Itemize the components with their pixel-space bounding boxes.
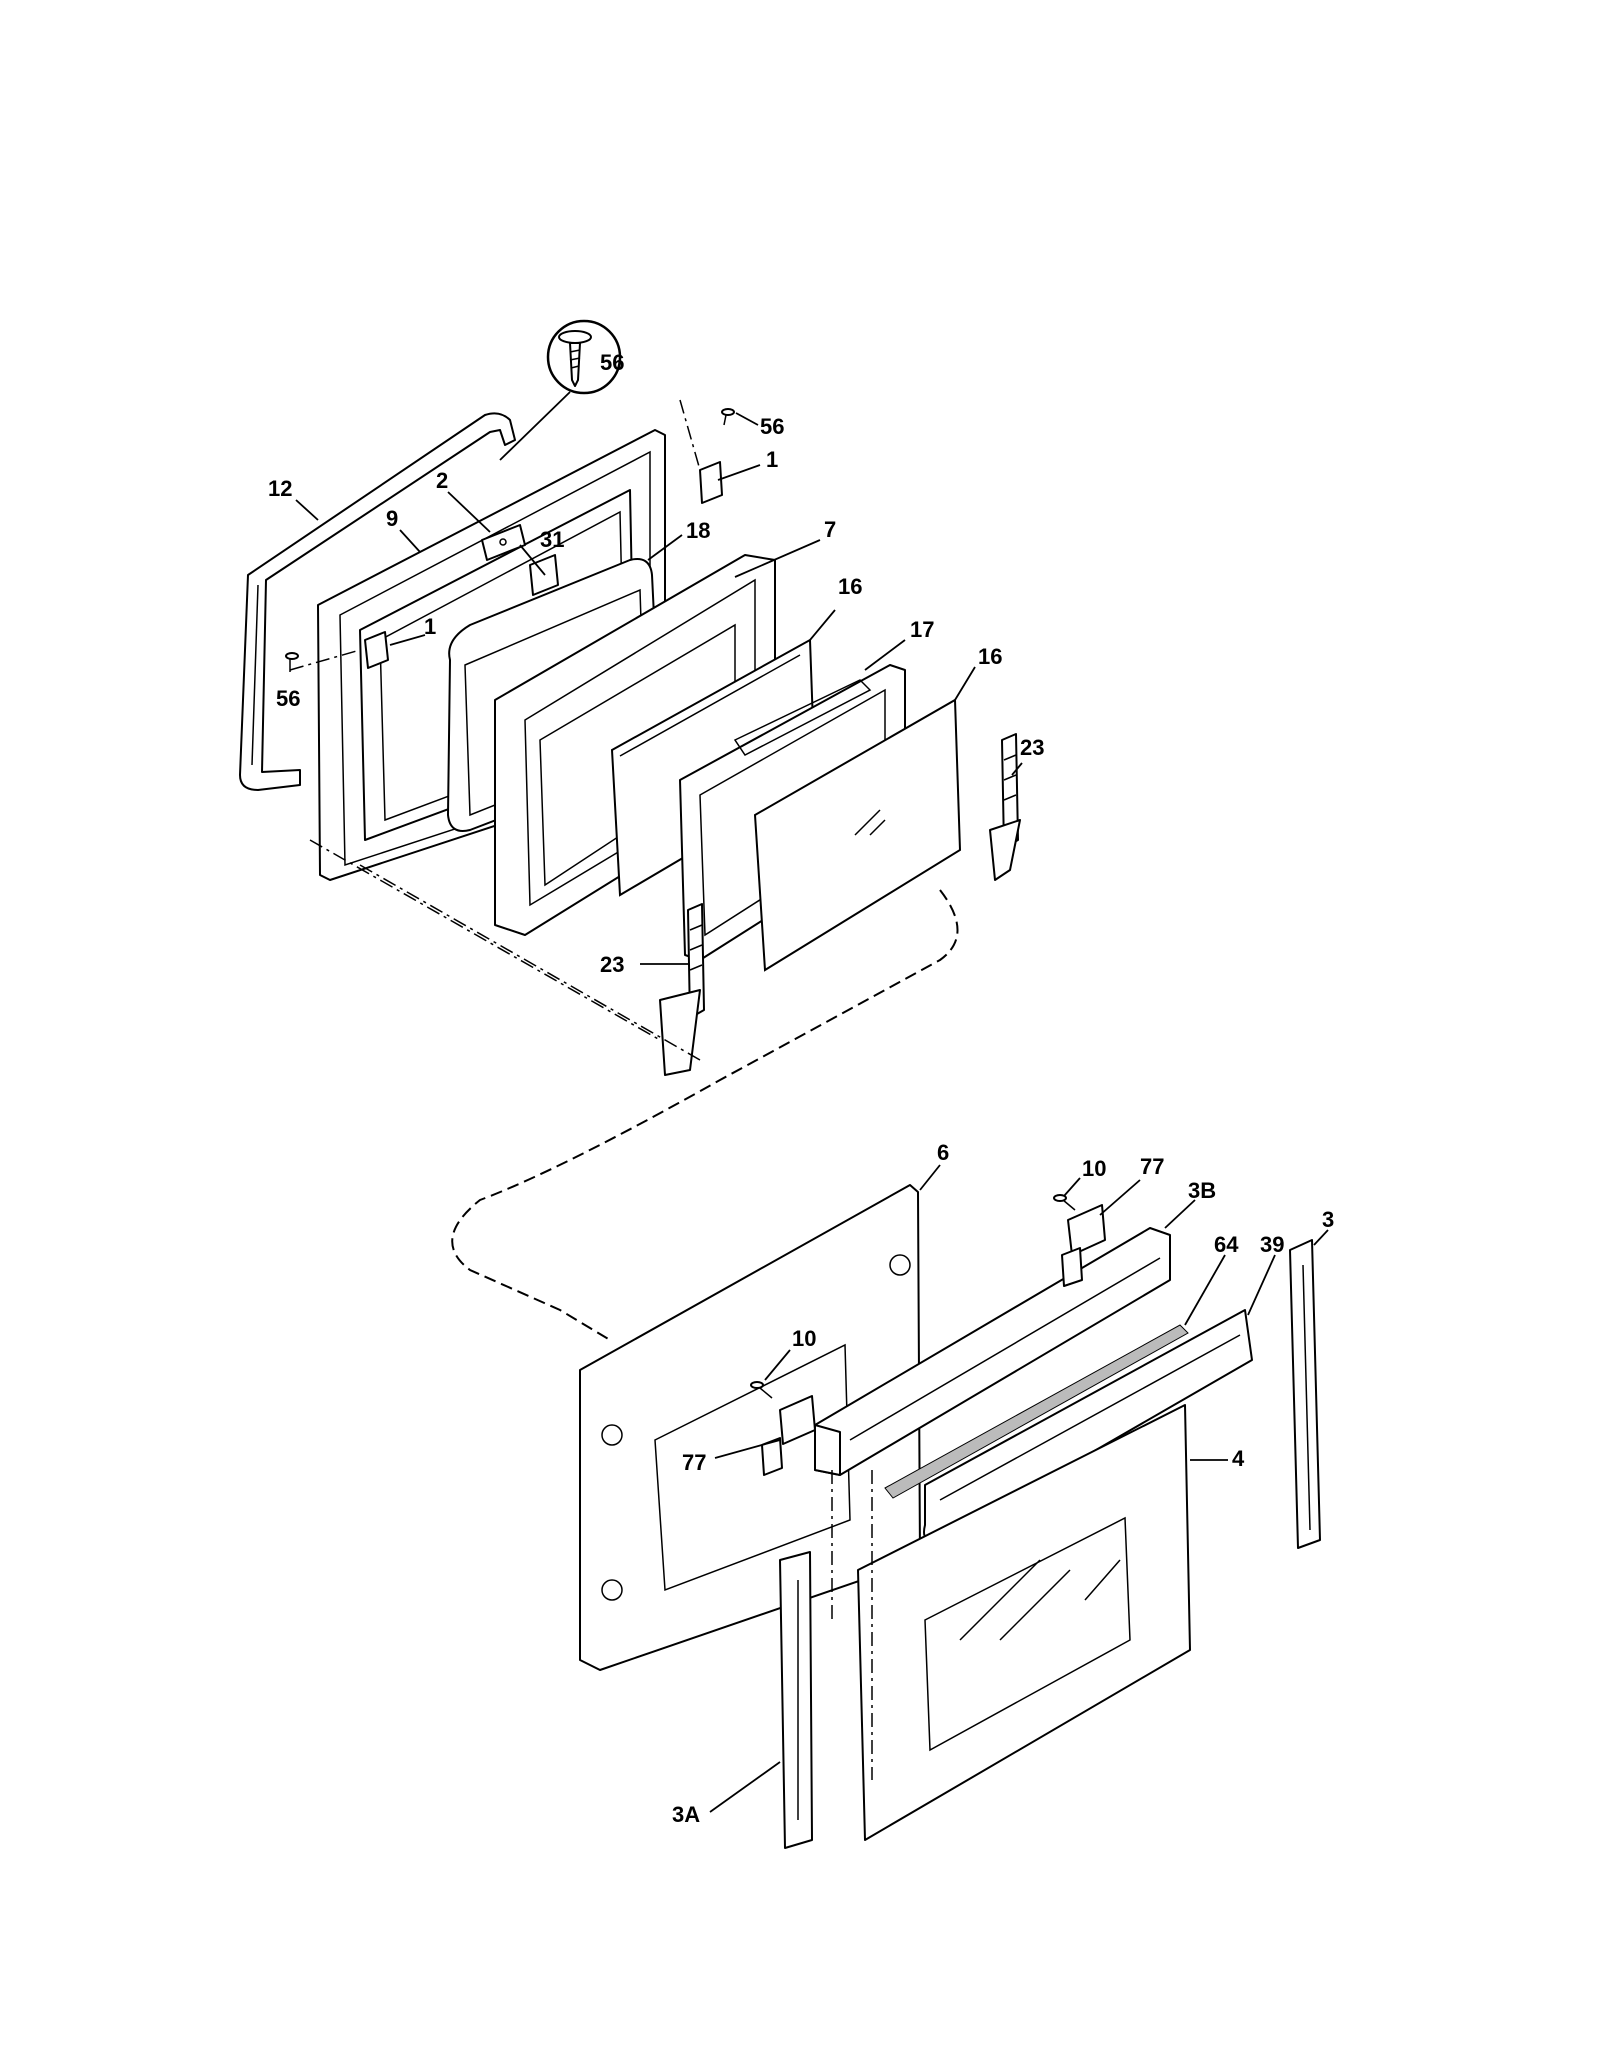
callout-3A: 3A [672,1802,700,1827]
part-77-hinge-plate-mid [761,1395,816,1476]
part-56-screw-zoom [546,319,622,395]
callout-3: 3 [1322,1207,1334,1232]
part-3A-left-trim [779,1551,813,1849]
part-1-bracket-top [699,461,723,504]
callout-17: 17 [910,617,934,642]
leader-77-top [1099,1179,1141,1216]
leader-3B [1164,1199,1196,1229]
callout-31: 31 [540,527,564,552]
leader-1-mid [389,634,426,646]
callout-77-mid: 77 [682,1450,706,1475]
leader-18 [647,534,683,561]
leader-3A [709,1761,781,1813]
part-3B-handle-bracket [814,1227,1171,1476]
leader-1-top [717,464,761,481]
leader-16-a [809,609,836,641]
leader-56-zoom [499,391,571,461]
leader-3 [1313,1229,1329,1246]
part-2-bracket [481,524,526,561]
callout-6: 6 [937,1140,949,1165]
callout-23-left: 23 [600,952,624,977]
part-23-hinge-right [989,733,1021,881]
leader-9 [399,529,421,553]
callout-64: 64 [1214,1232,1239,1257]
callout-23-right: 23 [1020,735,1044,760]
part-16-glass-panel-b [753,698,962,972]
assembly-link-dashed [451,889,959,1341]
callout-1-top: 1 [766,447,778,472]
callout-9: 9 [386,506,398,531]
alignment-line-upper-3 [679,399,701,471]
alignment-line-upper-1 [309,839,661,1041]
callout-18: 18 [686,518,710,543]
callout-7: 7 [824,517,836,542]
part-4-outer-door [857,1404,1191,1841]
callout-56-left: 56 [276,686,300,711]
callout-16-b: 16 [978,644,1002,669]
callout-56-top: 56 [760,414,784,439]
part-77-hinge-plate-top [1061,1204,1106,1287]
part-10-screw-top [1053,1194,1076,1211]
part-56-screw-top [721,408,735,426]
callout-3B: 3B [1188,1178,1216,1203]
callout-12: 12 [268,476,292,501]
leader-16-b [954,666,976,701]
alignment-line-upper-2 [359,864,701,1061]
callout-2: 2 [436,468,448,493]
callout-56-zoom: 56 [600,350,624,375]
leader-7 [734,539,821,578]
leader-56-top [735,412,759,426]
callout-16-a: 16 [838,574,862,599]
leader-64 [1184,1254,1226,1326]
callout-39: 39 [1260,1232,1284,1257]
callout-4: 4 [1232,1446,1245,1471]
leader-77-mid [714,1439,781,1459]
part-64-gasket-strip [884,1324,1189,1499]
callout-1-mid: 1 [424,614,436,639]
leader-10-top [1063,1177,1081,1197]
leader-10-mid [764,1349,791,1381]
callout-77-top: 77 [1140,1154,1164,1179]
leader-17 [864,639,906,671]
leader-23-right [1011,762,1023,776]
leader-12 [295,499,319,521]
part-1-bracket-mid [364,631,389,669]
callout-10-mid: 10 [792,1326,816,1351]
leader-31 [519,544,546,576]
part-10-screw-mid [750,1381,773,1399]
leader-6 [919,1164,941,1191]
alignment-line-upper-4 [289,649,361,671]
callout-10-top: 10 [1082,1156,1106,1181]
leader-39 [1247,1254,1276,1316]
part-12-door-gasket [239,412,516,791]
leader-2 [447,491,491,533]
part-3-right-trim [1289,1239,1321,1549]
